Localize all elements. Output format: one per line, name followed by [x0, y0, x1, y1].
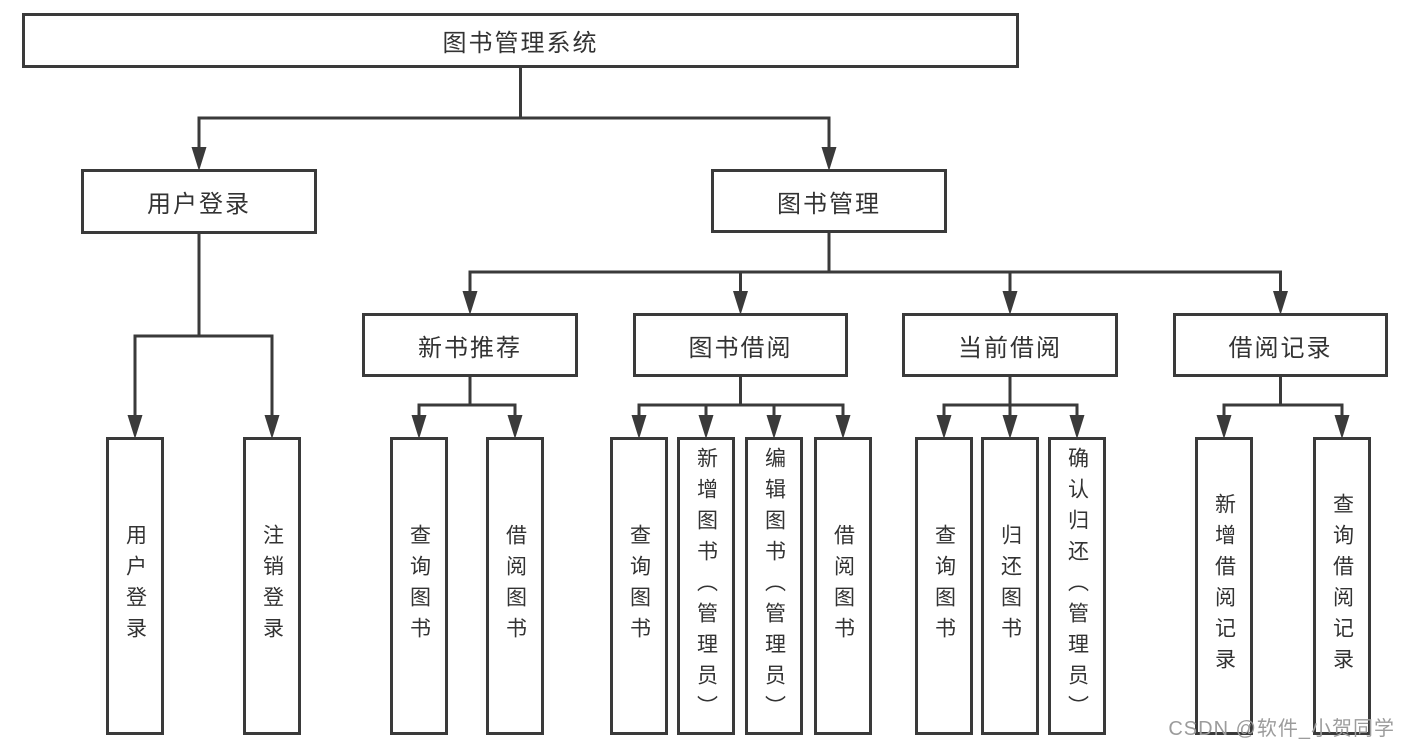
node-system: 图书管理系统: [22, 13, 1019, 68]
arrowhead-icon: [264, 415, 280, 439]
node-borrow-records: 借阅记录: [1173, 313, 1388, 377]
arrowhead-icon: [411, 415, 427, 439]
node-label: 借阅记录: [1228, 334, 1333, 362]
arrowhead-icon: [835, 415, 851, 439]
node-query-book-1: 查询图书: [390, 437, 448, 735]
node-label: 图书管理系统: [442, 30, 599, 57]
node-query-borrow-record: 查询借阅记录: [1313, 437, 1371, 735]
arrowhead-icon: [1273, 291, 1288, 315]
arrowhead-icon: [127, 415, 143, 439]
arrowhead-icon: [631, 415, 647, 439]
node-label: 注销登录: [260, 524, 284, 648]
node-add-book: 新增图书（管理员）: [677, 437, 735, 735]
node-label: 新书推荐: [418, 334, 522, 362]
node-query-book-2: 查询图书: [610, 437, 668, 735]
watermark: CSDN @软件_小贺同学: [1168, 718, 1395, 740]
node-label: 用户登录: [123, 524, 147, 648]
node-label: 编辑图书（管理员）: [762, 446, 786, 726]
node-label: 借阅图书: [831, 524, 855, 648]
node-label: 当前借阅: [958, 334, 1062, 362]
node-label: 确认归还（管理员）: [1065, 446, 1089, 726]
arrowhead-icon: [766, 415, 782, 439]
arrowhead-icon: [1216, 415, 1232, 439]
node-label: 查询借阅记录: [1330, 493, 1354, 679]
arrowhead-icon: [1002, 291, 1018, 315]
node-new-book-rec: 新书推荐: [362, 313, 578, 377]
node-label: 查询图书: [407, 524, 431, 648]
node-confirm-return: 确认归还（管理员）: [1048, 437, 1106, 735]
node-label: 用户登录: [147, 191, 251, 218]
arrowhead-icon: [733, 291, 748, 315]
node-label: 查询图书: [627, 524, 651, 648]
node-label: 图书借阅: [688, 334, 793, 362]
node-edit-book: 编辑图书（管理员）: [745, 437, 803, 735]
node-logout: 注销登录: [243, 437, 301, 735]
node-label: 新增借阅记录: [1212, 493, 1236, 679]
node-return-book: 归还图书: [981, 437, 1039, 735]
node-current-borrow: 当前借阅: [902, 313, 1118, 377]
arrowhead-icon: [698, 415, 714, 439]
node-label: 借阅图书: [503, 524, 527, 648]
arrowhead-icon: [507, 415, 523, 439]
node-borrow-book-1: 借阅图书: [486, 437, 544, 735]
node-label: 查询图书: [932, 524, 956, 648]
node-label: 图书管理: [777, 190, 881, 218]
node-label: 归还图书: [998, 524, 1022, 648]
node-borrow-book-2: 借阅图书: [814, 437, 872, 735]
arrowhead-icon: [1002, 415, 1018, 439]
node-add-borrow-record: 新增借阅记录: [1195, 437, 1253, 735]
node-book-management: 图书管理: [711, 169, 947, 233]
node-login: 用户登录: [106, 437, 164, 735]
arrowhead-icon: [462, 291, 478, 315]
node-label: 新增图书（管理员）: [694, 446, 718, 726]
node-query-book-3: 查询图书: [915, 437, 973, 735]
node-book-borrow: 图书借阅: [633, 313, 848, 377]
arrowhead-icon: [191, 147, 207, 171]
arrowhead-icon: [936, 415, 952, 439]
arrowhead-icon: [1334, 415, 1350, 439]
node-user-login: 用户登录: [81, 169, 317, 234]
arrowhead-icon: [1069, 415, 1085, 439]
arrowhead-icon: [821, 147, 837, 171]
